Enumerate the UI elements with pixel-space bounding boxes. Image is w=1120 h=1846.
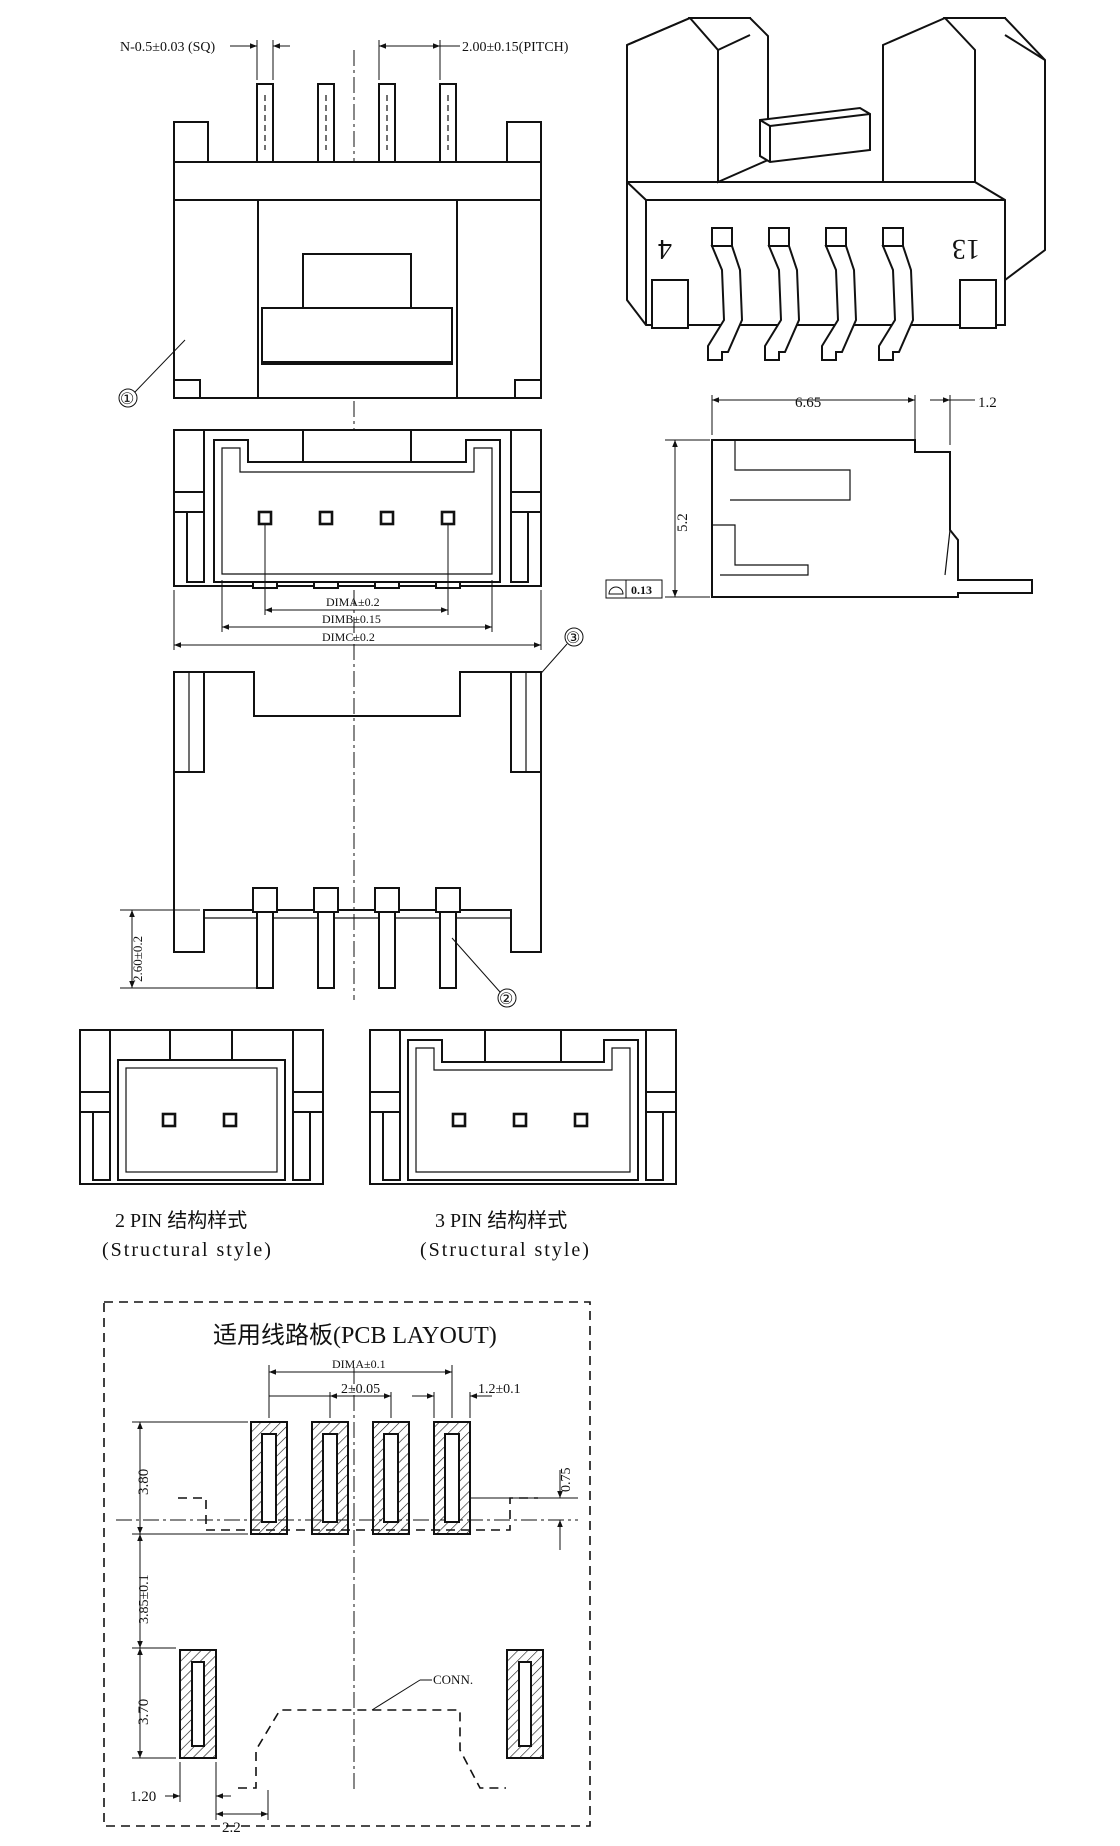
variant-2-title: 2 PIN 结构样式 (115, 1209, 247, 1232)
dimc-dim: DIMC±0.2 (322, 630, 375, 644)
pcb-signal-pads (250, 1421, 471, 1535)
side-width-dim: 6.65 (795, 395, 821, 411)
pcb-title: 适用线路板(PCB LAYOUT) (213, 1322, 497, 1349)
pin-square-dim: N-0.5±0.03 (SQ) (120, 40, 216, 55)
pin-height-dim: 2.60±0.2 (130, 936, 145, 982)
variant-2-pin: 2 PIN 结构样式 (Structural style) (79, 1029, 324, 1261)
pcb-offset: 0.75 (559, 1468, 574, 1493)
variant-3-pin: 3 PIN 结构样式 (Structural style) (369, 1029, 677, 1261)
callout-3: ③ (566, 630, 580, 647)
callout-2: ② (499, 991, 513, 1008)
pcb-tab-offset: 2.2 (222, 1820, 241, 1836)
bottom-view: 2.60±0.2 ② (120, 671, 542, 1008)
pcb-pitch: 2±0.05 (341, 1382, 380, 1397)
pcb-layout: 适用线路板(PCB LAYOUT) DIMA±0.1 (103, 1301, 591, 1836)
variant-3-title: 3 PIN 结构样式 (435, 1209, 567, 1232)
side-view: 6.65 1.2 5.2 0.13 (605, 395, 1033, 599)
pcb-pad-length: 3.80 (136, 1469, 152, 1495)
dimb-dim: DIMB±0.15 (322, 612, 381, 626)
callout-1: ① (120, 391, 134, 408)
flatness-value: 0.13 (631, 583, 652, 597)
variant-2-subtitle: (Structural style) (102, 1239, 273, 1261)
side-height-dim: 5.2 (675, 513, 691, 532)
pcb-pad-width: 1.2±0.1 (478, 1382, 521, 1397)
front-view: DIMA±0.2 DIMB±0.15 DIMC±0.2 ③ (173, 429, 584, 689)
pcb-tab-pads (179, 1649, 544, 1759)
isometric-pins (707, 227, 915, 361)
top-view: N-0.5±0.03 (SQ) 2.00±0.15(PITCH) ① (118, 40, 569, 1000)
pitch-dim: 2.00±0.15(PITCH) (462, 40, 569, 55)
pcb-conn-label: CONN. (433, 1672, 473, 1687)
pcb-dima: DIMA±0.1 (332, 1357, 386, 1371)
top-view-pins (256, 83, 457, 165)
variant-3-subtitle: (Structural style) (420, 1239, 591, 1261)
side-tab-dim: 1.2 (978, 395, 997, 411)
pcb-row-gap: 3.85±0.1 (137, 1574, 152, 1624)
pcb-tab-width: 1.20 (130, 1789, 156, 1805)
iso-first-mark: 4 (658, 233, 672, 264)
pcb-tab-length: 3.70 (136, 1699, 152, 1725)
isometric-view: 4 13 (626, 17, 1046, 361)
dima-dim: DIMA±0.2 (326, 595, 380, 609)
iso-last-mark: 13 (952, 233, 980, 264)
